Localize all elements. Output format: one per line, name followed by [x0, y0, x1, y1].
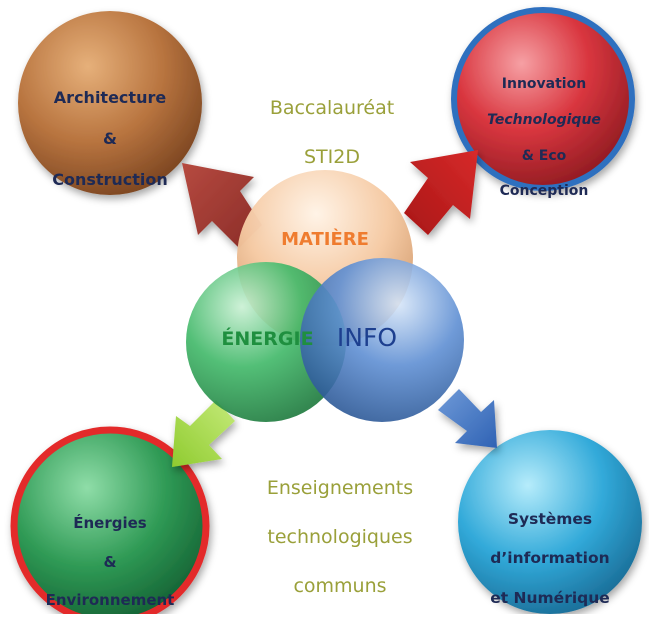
label-line: Construction — [52, 170, 168, 190]
label-line: & — [103, 552, 117, 571]
label-line: & — [103, 129, 117, 149]
circle-innovation-technologique — [451, 7, 635, 191]
venn-energie — [186, 262, 346, 422]
label-line: & Eco — [521, 147, 567, 164]
label-architecture-construction: Architecture & Construction — [30, 68, 190, 211]
label-line: Architecture — [53, 88, 167, 108]
arrow-to-innovation — [404, 150, 478, 235]
label-line: Systèmes — [507, 509, 593, 528]
circle-energies-environnement — [10, 426, 210, 614]
circle-architecture-construction — [18, 11, 202, 195]
caption-line-3: communs — [293, 574, 387, 597]
label-innovation-technologique: Innovation Technologique & Eco Conceptio… — [465, 58, 623, 219]
arrow-to-energies — [172, 400, 235, 467]
arrow-to-architecture — [182, 163, 262, 248]
circle-systemes-information — [458, 430, 642, 614]
caption-line-2: technologiques — [267, 525, 413, 548]
label-line: et Numérique — [490, 589, 610, 608]
label-energies-environnement: Énergies & Environnement — [25, 495, 195, 629]
label-info: INFO — [336, 323, 398, 352]
title-line-2: STI2D — [304, 145, 360, 168]
venn-info — [300, 258, 464, 422]
label-systemes-information: Systèmes d’information et Numérique — [470, 490, 630, 629]
label-line: Énergies — [73, 514, 147, 533]
title-line-1: Baccalauréat — [269, 97, 395, 120]
diagram-canvas — [10, 7, 642, 614]
label-energie: ÉNERGIE — [221, 328, 314, 350]
label-line: Conception — [499, 183, 589, 200]
caption-enseignements: Enseignements technologiques communs — [250, 452, 430, 622]
label-line: Innovation — [501, 75, 587, 92]
label-line: d’information — [490, 549, 610, 568]
label-line: Environnement — [45, 590, 175, 609]
title-baccalaureat: Baccalauréat STI2D — [232, 72, 432, 194]
label-matiere: MATIÈRE — [281, 229, 369, 250]
caption-line-1: Enseignements — [266, 477, 414, 500]
arrow-to-systemes — [438, 389, 497, 448]
label-line: Technologique — [487, 111, 601, 128]
